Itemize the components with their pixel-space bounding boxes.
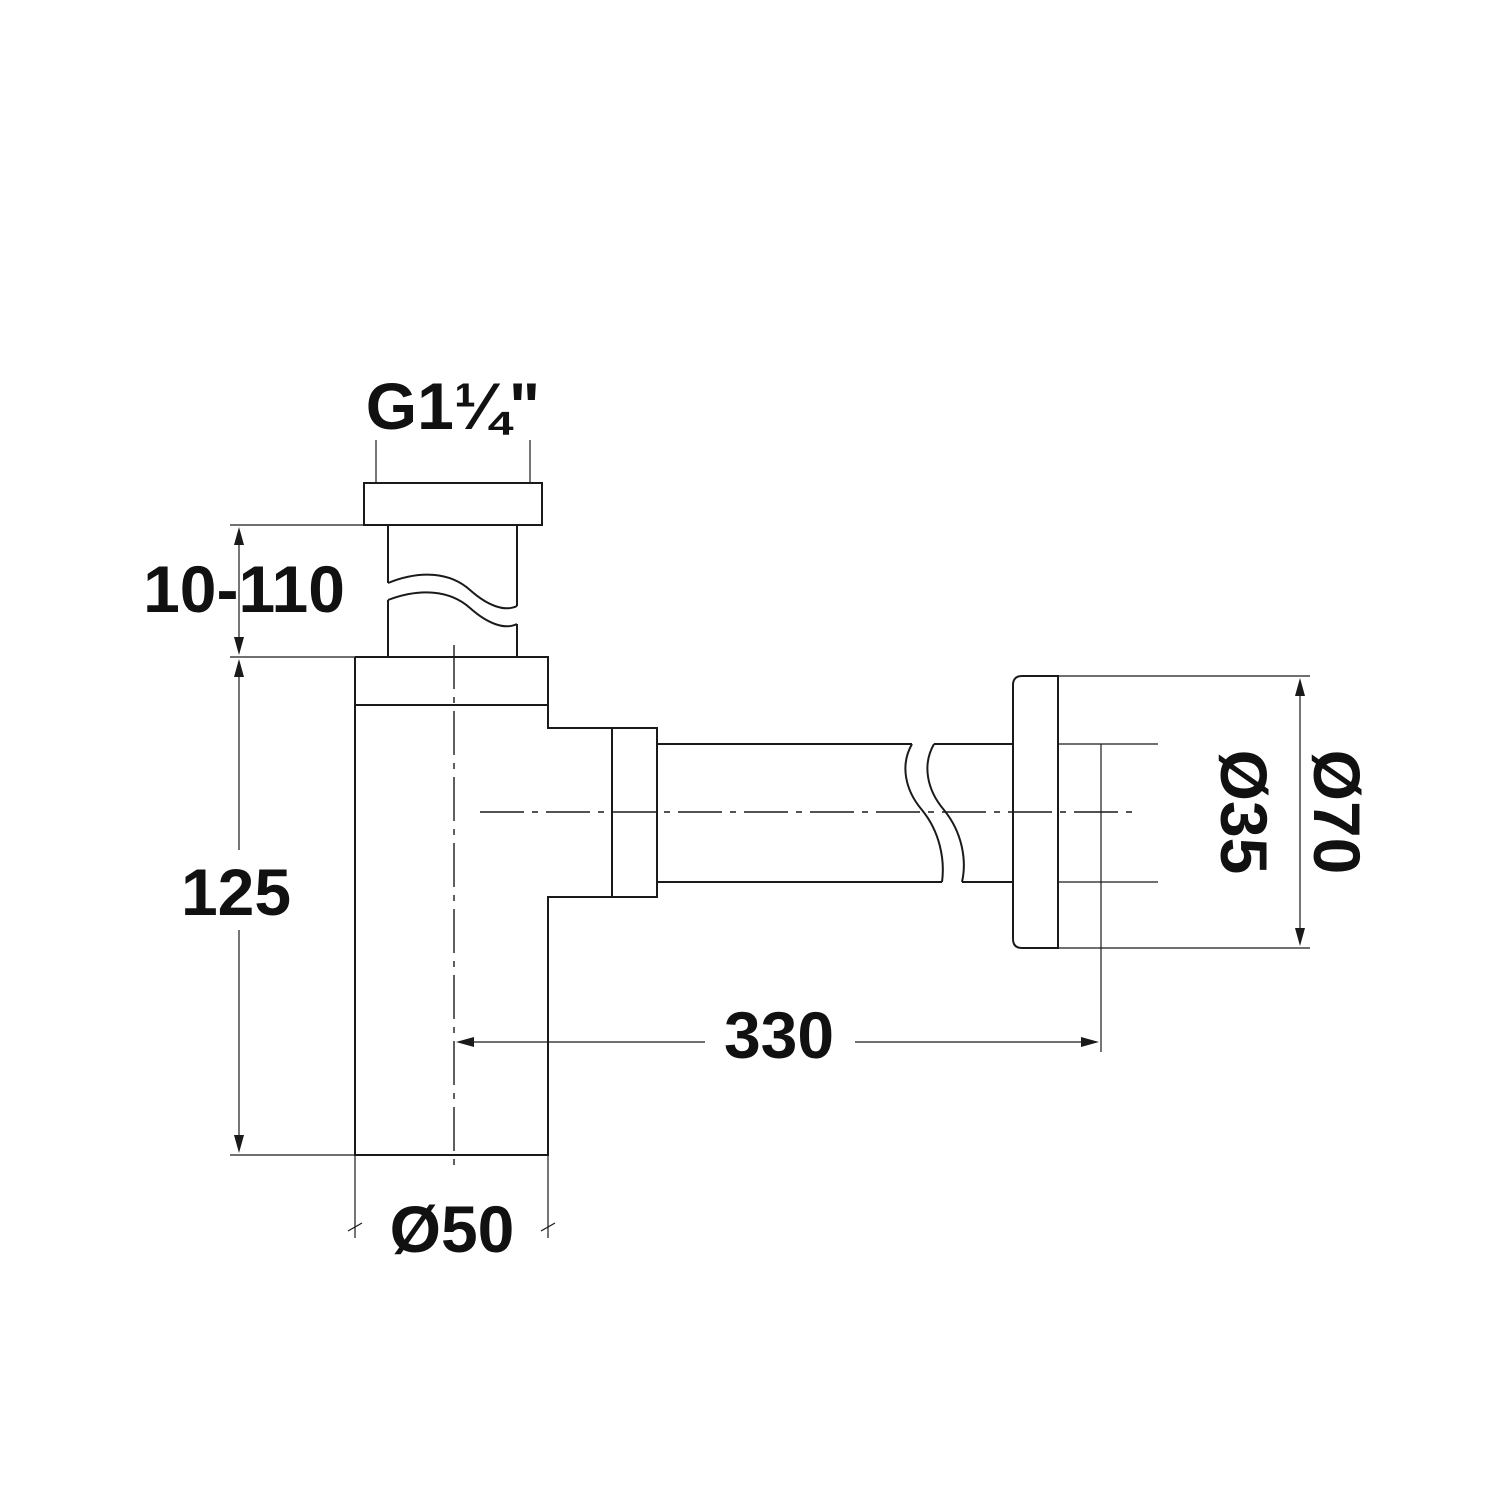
body-diameter-label: Ø50 xyxy=(390,1192,515,1266)
tail-piece xyxy=(387,525,518,657)
pipe-diameter-label: Ø35 xyxy=(1207,750,1281,875)
height-adjust-label: 10-110 xyxy=(143,552,345,626)
thread-label: G1¼" xyxy=(366,369,540,443)
outlet-length-label: 330 xyxy=(724,998,834,1072)
dimension-body-diameter xyxy=(347,1155,556,1238)
dimension-body-height xyxy=(230,659,355,1156)
bottle-body xyxy=(354,656,612,1156)
flange-diameter-label: Ø70 xyxy=(1300,750,1374,875)
dimension-outlet-length xyxy=(456,744,1102,1052)
wall-flange xyxy=(1012,675,1059,949)
thread-dimension-lines xyxy=(375,440,531,483)
center-lines xyxy=(453,645,1138,1168)
dimension-pipe-diameter xyxy=(1058,743,1158,883)
dimension-flange-diameter xyxy=(1058,675,1310,949)
dimension-height-adjust xyxy=(230,524,364,658)
outlet-pipe xyxy=(657,743,1013,883)
body-height-label: 125 xyxy=(181,855,291,929)
top-cap xyxy=(363,482,543,526)
